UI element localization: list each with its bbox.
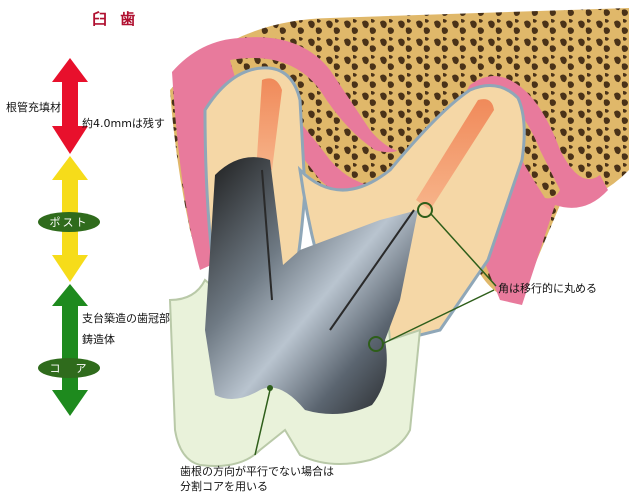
root-canal-right [416, 99, 494, 210]
scale-arrow-red [52, 58, 88, 154]
green-scale-label-2: 鋳造体 [82, 333, 115, 346]
post-badge: ポスト [38, 212, 100, 232]
core-body [205, 157, 418, 414]
core-badge: コ ア [38, 358, 100, 378]
diagram-title: 臼 歯 [92, 10, 140, 28]
scale-arrow-yellow [52, 156, 88, 282]
root-canal-left [256, 78, 282, 172]
green-scale-label-1: 支台築造の歯冠部 [82, 312, 170, 325]
split-core-annotation-line2: 分割コアを用いる [180, 480, 268, 493]
scale-arrow-green [52, 284, 88, 416]
round-corner-annotation: 角は移行的に丸める [498, 282, 597, 295]
split-core-annotation-line1: 歯根の方向が平行でない場合は [180, 465, 334, 478]
red-scale-label: 根管充填材 [6, 101, 61, 114]
red-scale-sublabel: 約4.0mmは残す [82, 117, 165, 130]
split-core-marker [267, 385, 273, 391]
round-corner-marker-1 [417, 202, 433, 218]
